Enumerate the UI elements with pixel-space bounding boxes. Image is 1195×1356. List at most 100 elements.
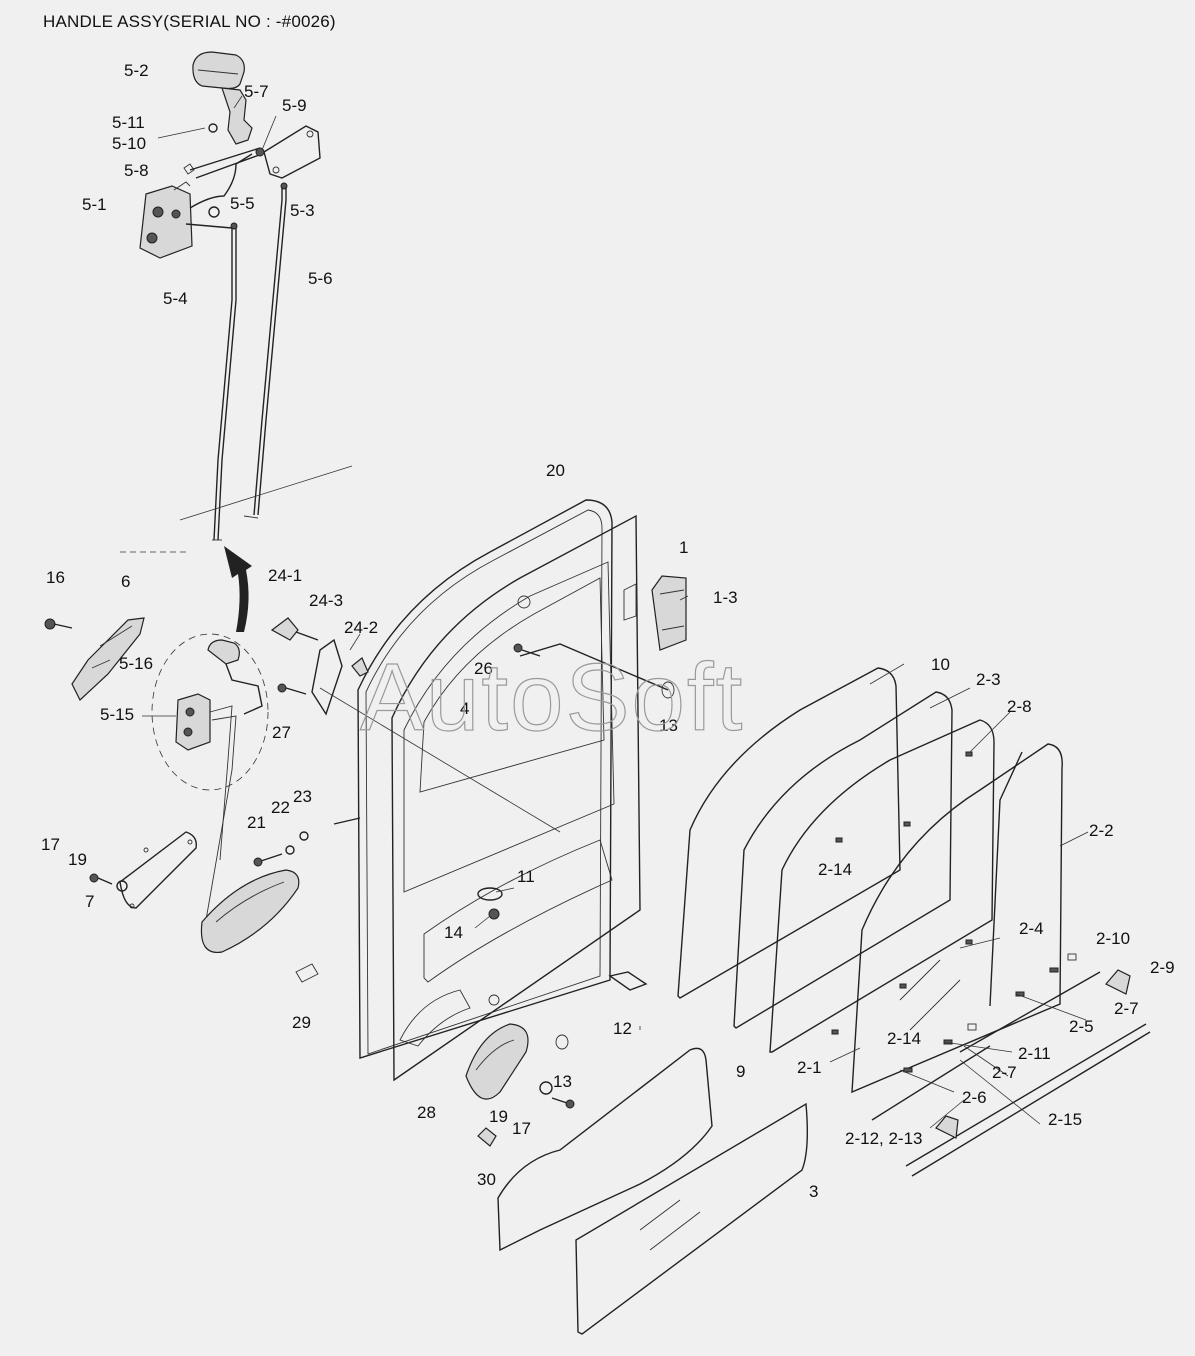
- callout-11: 11: [517, 867, 535, 886]
- door-seal-20: [357, 499, 613, 1059]
- callout-5-8: 5-8: [124, 161, 149, 180]
- page-title: HANDLE ASSY(SERIAL NO : -#0026): [43, 12, 336, 31]
- watermark: AutoSoft: [360, 644, 744, 751]
- door-panel-1: [391, 514, 641, 1082]
- stopper-2-9: [1105, 969, 1131, 995]
- rod-13: [519, 643, 675, 699]
- bracket-24-2: [311, 638, 369, 716]
- callout-2-1: 2-1: [797, 1058, 822, 1077]
- callout-2-4: 2-4: [1019, 919, 1044, 938]
- seal-10: [677, 667, 901, 999]
- washer-22: [285, 845, 295, 855]
- callout-1-3: 1-3: [713, 588, 738, 607]
- bolt-21: [253, 853, 283, 867]
- callout-5-3: 5-3: [290, 201, 315, 220]
- pin-12: [608, 971, 648, 991]
- stopper-2-6: [935, 1115, 959, 1139]
- callout-27: 27: [272, 723, 291, 742]
- pin-near-23: [333, 817, 361, 825]
- callout-24-3: 24-3: [309, 591, 343, 610]
- callout-30: 30: [477, 1170, 496, 1189]
- callout-16: 16: [46, 568, 65, 587]
- callout-5-5: 5-5: [230, 194, 255, 213]
- callout-23: 23: [293, 787, 312, 806]
- assembly-arrow: [224, 546, 252, 632]
- glass-2-2: [851, 743, 1063, 1094]
- plug-near-12: [555, 1034, 569, 1050]
- callouts: 5-2 5-7 5-9 5-11 5-10 5-8 5-1 5-5 5-3 5-…: [41, 61, 1175, 1201]
- cover-6: [71, 617, 145, 701]
- frame-2-3: [733, 691, 953, 1029]
- callout-2-6: 2-6: [962, 1088, 987, 1107]
- callout-5-1: 5-1: [82, 195, 107, 214]
- nut-14: [488, 908, 500, 920]
- lower-latch-detail: [175, 639, 263, 921]
- cap-30: [477, 1127, 497, 1147]
- clip-29: [295, 963, 319, 983]
- bolt-17-lower: [551, 1097, 575, 1109]
- callout-2-11: 2-11: [1018, 1044, 1051, 1063]
- callout-21: 21: [247, 813, 266, 832]
- callout-19-upper: 19: [68, 850, 87, 869]
- callout-2-9: 2-9: [1150, 958, 1175, 977]
- callout-5-11: 5-11: [112, 113, 145, 132]
- callout-2-3: 2-3: [976, 670, 1001, 689]
- callout-29: 29: [292, 1013, 311, 1032]
- leader-lines: [91, 95, 1089, 1129]
- washer-13-lower: [539, 1081, 553, 1095]
- callout-24-1: 24-1: [268, 566, 302, 585]
- callout-10: 10: [931, 655, 950, 674]
- callout-5-2: 5-2: [124, 61, 149, 80]
- cover-7: [119, 831, 197, 909]
- callout-5-15: 5-15: [100, 705, 134, 724]
- hinge-1-3: [651, 575, 687, 651]
- grommet-11: [477, 887, 503, 901]
- bolt-26: [513, 643, 541, 657]
- callout-5-7: 5-7: [244, 82, 269, 101]
- callout-5-16: 5-16: [119, 654, 153, 673]
- bolt-16: [44, 618, 73, 630]
- frame-2-8: [769, 719, 995, 1053]
- detail-circle: [151, 633, 269, 791]
- callout-3: 3: [809, 1182, 818, 1201]
- callout-4: 4: [460, 699, 469, 718]
- callout-2-15: 2-15: [1048, 1110, 1082, 1129]
- callout-9: 9: [736, 1062, 745, 1081]
- callout-24-2: 24-2: [344, 618, 378, 637]
- callout-6: 6: [121, 572, 130, 591]
- clips-2-14: [831, 751, 973, 1035]
- upper-latch-assembly: [139, 51, 321, 541]
- callout-2-2: 2-2: [1089, 821, 1114, 840]
- callout-5-6: 5-6: [308, 269, 333, 288]
- rail-2-4: [989, 751, 1023, 1007]
- washer-23: [299, 831, 309, 841]
- seal-9: [497, 1047, 713, 1252]
- callout-2-5: 2-5: [1069, 1017, 1094, 1036]
- callout-1: 1: [679, 538, 688, 557]
- callout-13-lower: 13: [553, 1072, 572, 1091]
- callout-5-9: 5-9: [282, 96, 307, 115]
- glass-3: [575, 1102, 809, 1335]
- glass-4: [319, 687, 561, 833]
- callout-2-8: 2-8: [1007, 697, 1032, 716]
- callout-28: 28: [417, 1103, 436, 1122]
- knob-24-3: [270, 617, 319, 641]
- callout-20: 20: [546, 461, 565, 480]
- callout-2-12-2-13: 2-12, 2-13: [845, 1129, 923, 1148]
- callout-2-10: 2-10: [1096, 929, 1130, 948]
- callout-26: 26: [474, 659, 493, 678]
- callout-14: 14: [444, 923, 463, 942]
- callout-22: 22: [271, 798, 290, 817]
- callout-2-7-upper: 2-7: [1114, 999, 1139, 1018]
- callout-2-14-lower: 2-14: [887, 1029, 921, 1048]
- outer-handle-28: [465, 1023, 529, 1100]
- callout-17-upper: 17: [41, 835, 60, 854]
- callout-5-10: 5-10: [112, 134, 146, 153]
- callout-5-4: 5-4: [163, 289, 188, 308]
- callout-7: 7: [85, 892, 94, 911]
- callout-19-lower: 19: [489, 1107, 508, 1126]
- callout-17-lower: 17: [512, 1119, 531, 1138]
- callout-13-upper: 13: [659, 716, 678, 735]
- callout-2-14-upper: 2-14: [818, 860, 852, 879]
